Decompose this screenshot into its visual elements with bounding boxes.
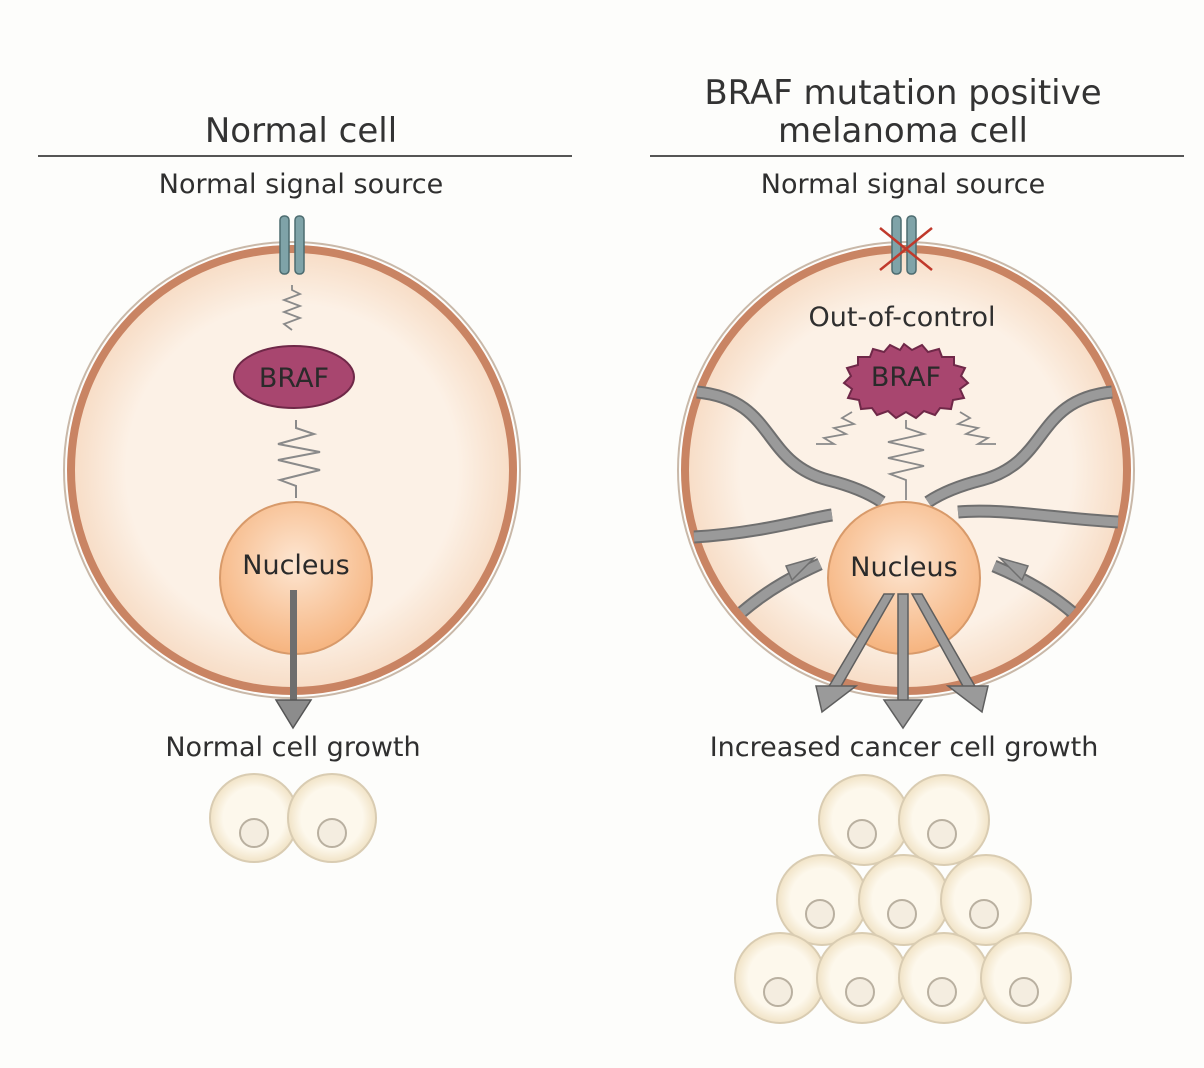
nucleus: Nucleus	[827, 501, 981, 655]
melanoma-cell-panel: BRAF mutation positive melanoma cell Nor…	[602, 0, 1204, 1068]
braf-label: BRAF	[259, 363, 329, 394]
normal-cell-diagram: BRAF Nucleus Normal cell growth	[63, 215, 521, 863]
signal-pathway-tubes-fill	[693, 387, 1119, 616]
signal-zigzag-icon	[276, 420, 321, 498]
growth-arrow-icon	[274, 590, 313, 730]
braf-protein: BRAF	[842, 342, 970, 420]
daughter-cell	[980, 932, 1072, 1024]
title-divider	[650, 155, 1184, 157]
signal-source-label: Normal signal source	[158, 169, 444, 200]
daughter-cell	[209, 773, 299, 863]
growth-arrows-icon	[815, 593, 989, 730]
receptor-icon	[279, 215, 305, 275]
signal-zigzag-icon	[281, 285, 303, 331]
braf-protein: BRAF	[233, 345, 355, 409]
blocked-signal-x-icon	[879, 227, 933, 271]
daughter-cell	[858, 854, 950, 946]
nucleus-label: Nucleus	[850, 552, 957, 583]
melanoma-cell-diagram: Out-of-control BRAF	[677, 215, 1135, 1024]
outcome-label: Increased cancer cell growth	[710, 732, 1099, 763]
signal-zigzag-icon	[816, 411, 996, 500]
panel-title: Normal cell	[204, 111, 398, 151]
outcome-label: Normal cell growth	[165, 732, 420, 763]
pathway-arrowhead-icon	[784, 556, 817, 582]
daughter-cell	[940, 854, 1032, 946]
daughter-cell	[816, 932, 908, 1024]
pathway-arrowhead-icon	[997, 556, 1030, 582]
title-divider	[38, 155, 572, 157]
daughter-cell	[898, 774, 990, 866]
daughter-cell	[287, 773, 377, 863]
panel-title-line1: BRAF mutation positive	[704, 73, 1102, 113]
signal-source-label: Normal signal source	[760, 169, 1046, 200]
normal-cell-panel: Normal cell Normal signal source	[38, 111, 572, 863]
braf-label: BRAF	[871, 362, 941, 393]
out-of-control-label: Out-of-control	[808, 302, 995, 333]
daughter-cell	[734, 932, 826, 1024]
daughter-cells	[734, 774, 1072, 1024]
nucleus-label: Nucleus	[242, 550, 349, 581]
panel-title-line2: melanoma cell	[778, 111, 1028, 151]
daughter-cell	[898, 932, 990, 1024]
daughter-cell	[818, 774, 910, 866]
daughter-cell	[776, 854, 868, 946]
daughter-cells	[209, 773, 377, 863]
